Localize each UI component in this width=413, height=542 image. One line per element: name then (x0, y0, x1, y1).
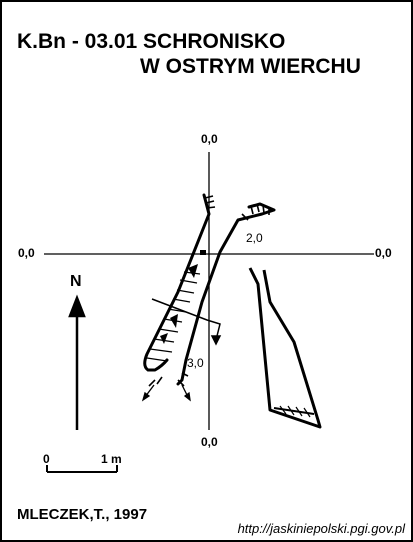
reference-axes (44, 152, 374, 430)
axis-label-bottom: 0,0 (201, 435, 218, 449)
right-wall (176, 202, 276, 386)
axis-label-top: 0,0 (201, 132, 218, 146)
left-wall (143, 193, 211, 372)
entrance-arrows (141, 384, 191, 402)
title-line-1: K.Bn - 03.01 SCHRONISKO (17, 30, 286, 53)
floor-hatching (146, 271, 201, 362)
scale-label-end: 1 m (101, 452, 122, 466)
depth-label-lower: 3,0 (187, 356, 204, 370)
scale-bar (46, 465, 118, 473)
wall-hachures (148, 195, 270, 387)
title-line-2: W OSTRYM WIERCHU (140, 55, 361, 78)
section-line (151, 298, 222, 346)
axis-label-right: 0,0 (375, 246, 392, 260)
axis-label-left: 0,0 (18, 246, 35, 260)
rock-slab-section (248, 267, 322, 429)
source-url: http://jaskiniepolski.pgi.gov.pl (237, 521, 405, 536)
scale-label-start: 0 (43, 452, 50, 466)
depth-label-upper: 2,0 (246, 231, 263, 245)
north-label: N (70, 273, 82, 290)
slab-hatching (279, 405, 311, 418)
rock-blocks (160, 250, 206, 344)
north-arrow (68, 294, 86, 430)
author-credit: MLECZEK,T., 1997 (17, 506, 148, 523)
cave-passage (143, 193, 276, 386)
